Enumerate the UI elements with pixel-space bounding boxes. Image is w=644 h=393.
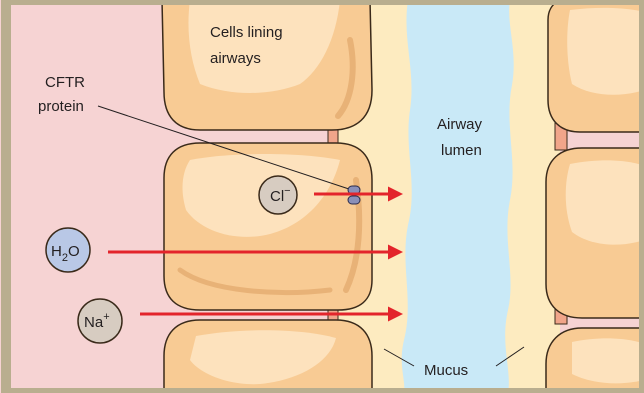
mucus-label: Mucus <box>424 362 468 379</box>
cells-label-line2: airways <box>210 50 261 67</box>
cells-label-line1: Cells lining <box>210 24 283 41</box>
cftr-label-line1: CFTR <box>45 74 85 91</box>
water-molecule: H2O <box>46 228 90 272</box>
lumen-label-line1: Airway <box>437 116 483 133</box>
chloride-ion: Cl− <box>259 176 297 214</box>
epithelial-cell-middle-right <box>546 148 644 318</box>
lumen-label-line2: lumen <box>441 142 482 159</box>
epithelial-cell-top-right <box>548 0 644 132</box>
epithelial-cell-bottom-right <box>546 328 644 393</box>
epithelial-cell-bottom-left <box>164 320 372 393</box>
epithelial-cell-middle-left <box>164 143 372 310</box>
epithelial-cell-top-left <box>162 0 372 130</box>
airway-lumen <box>402 0 514 393</box>
cftr-label-line2: protein <box>38 98 84 115</box>
sodium-ion: Na+ <box>78 299 122 343</box>
